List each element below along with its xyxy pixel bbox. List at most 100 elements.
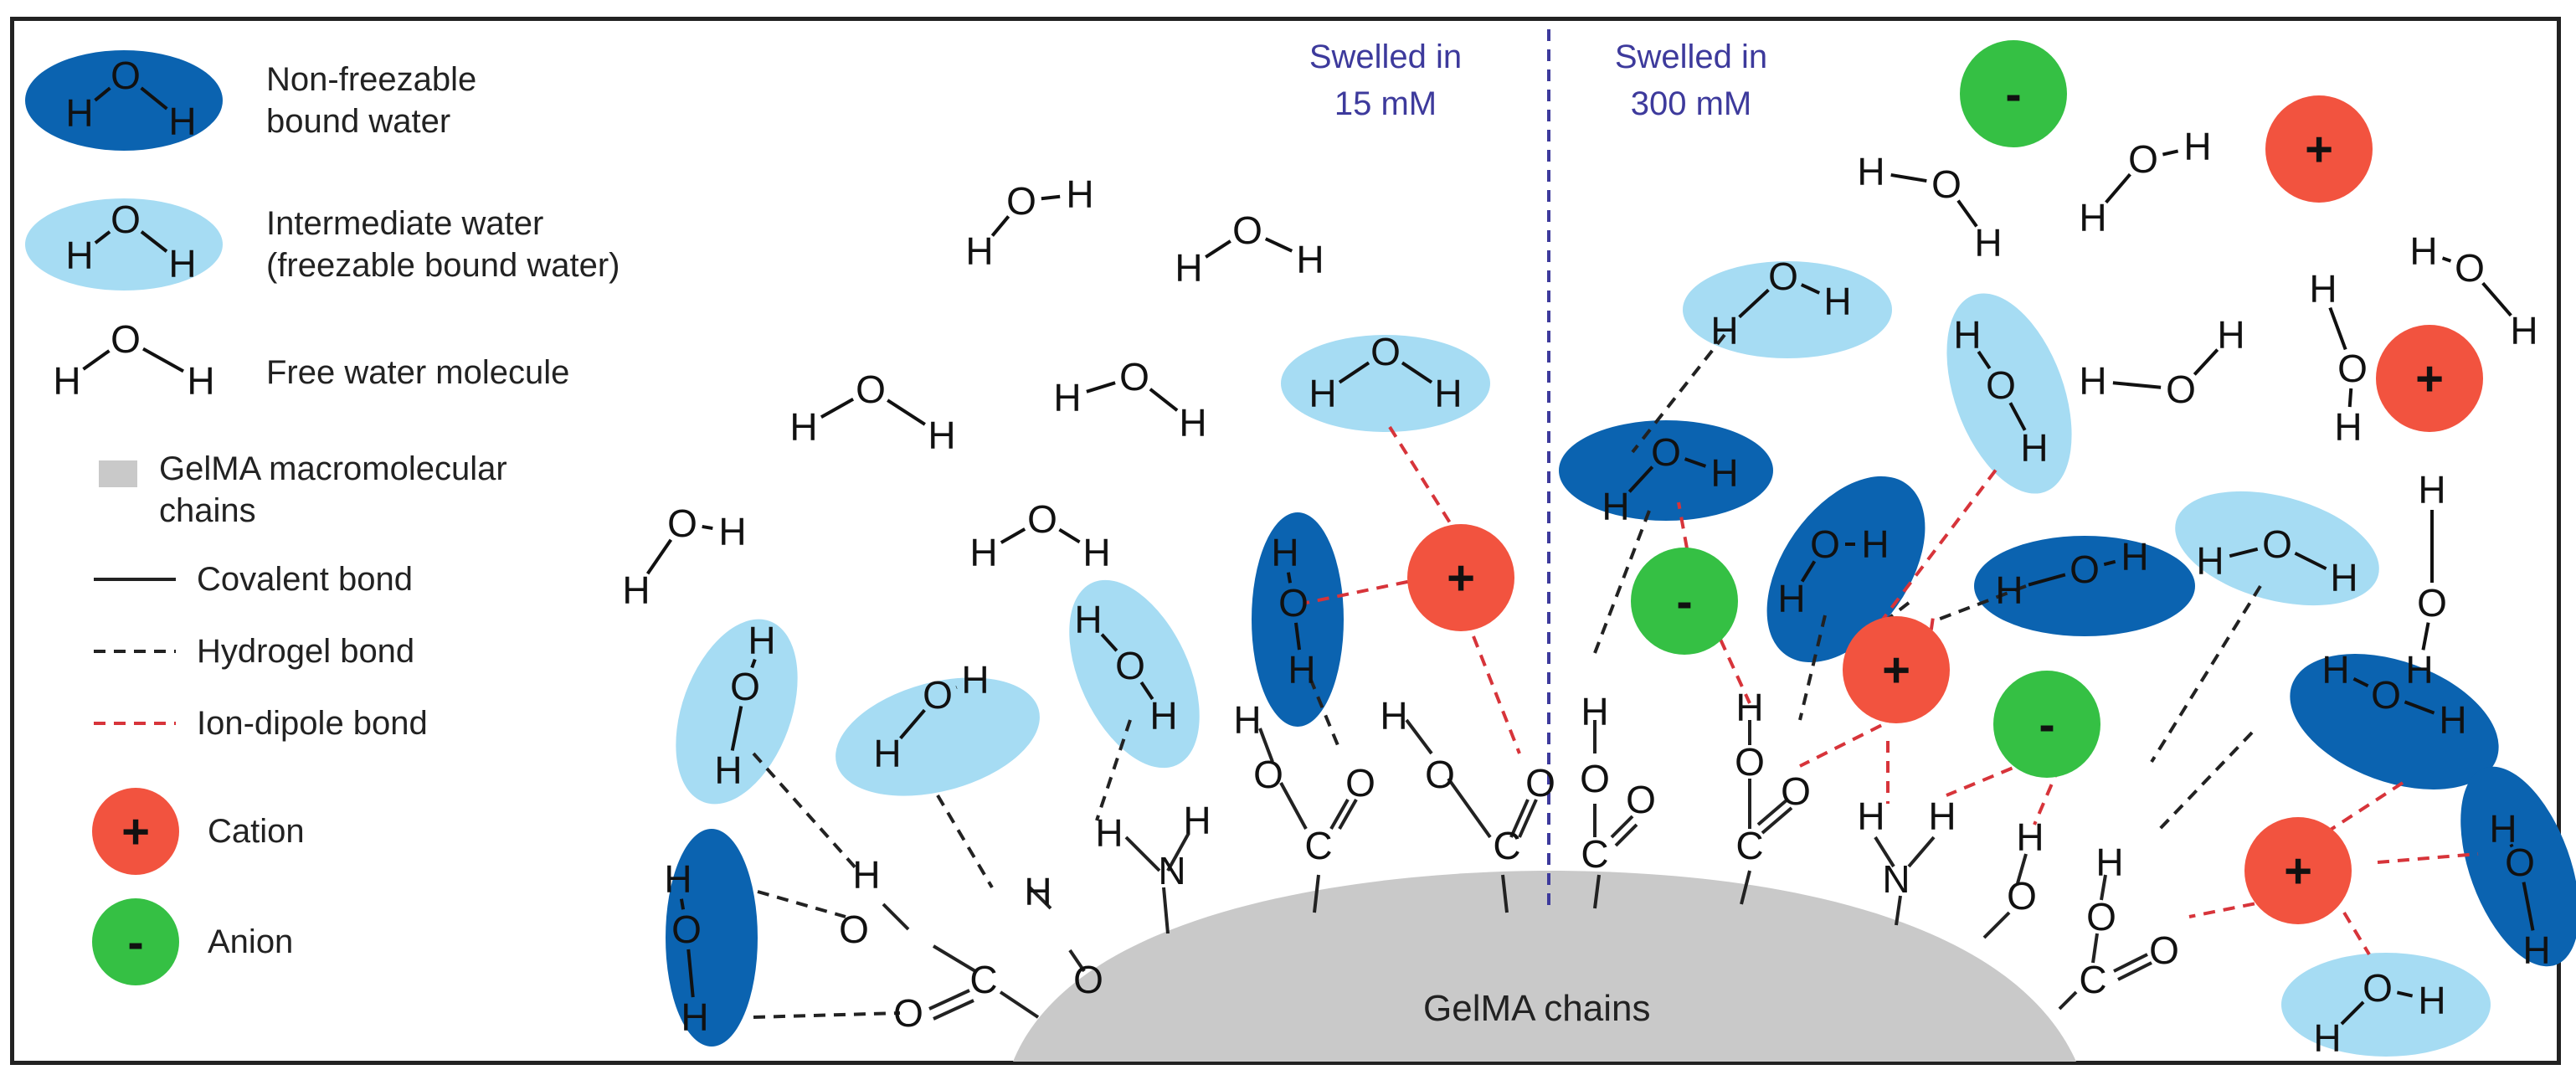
covalent-bonds — [882, 718, 2152, 1021]
oxygen-atom: O — [2128, 137, 2158, 181]
hydrogen-atom: H — [928, 414, 955, 457]
hydrogen-atom: H — [2121, 535, 2148, 579]
oxygen-atom: O — [1006, 179, 1036, 223]
o-h-bond — [140, 230, 168, 253]
o-h-bond — [1977, 350, 1992, 370]
oxygen-atom: O — [111, 198, 141, 241]
hydrogen-atom: H — [1434, 372, 1462, 415]
cation-sign: + — [1447, 551, 1475, 605]
o-h-bond — [2193, 348, 2219, 376]
hydrogen-atom: H — [2510, 309, 2537, 352]
legend-gelma-label: GelMA macromolecular chains — [159, 448, 507, 532]
oxygen-atom: O — [1119, 355, 1149, 399]
hydrogen-atom: H — [2334, 405, 2362, 449]
side-chain-atom: O — [1345, 761, 1375, 805]
legend-anion-sign: - — [127, 915, 143, 969]
legend-intermediate-label: Intermediate water (freezable bound wate… — [266, 203, 620, 286]
legend-non-freezable-line2: bound water — [266, 103, 451, 140]
o-h-bond — [1338, 361, 1370, 384]
legend-gelma-swatch — [99, 460, 137, 487]
hydrogen-atom: H — [961, 658, 989, 702]
bound-water-ellipse — [666, 829, 758, 1047]
hydrogen-atom: H — [2079, 359, 2106, 403]
hydrogen-atom: H — [965, 229, 993, 273]
hydrogen-atom: H — [873, 732, 901, 775]
o-h-bond — [1956, 199, 1978, 228]
hydrogen-atom: H — [1271, 531, 1298, 574]
o-h-bond — [2347, 388, 2353, 408]
header-15mM-line1: Swelled in — [1309, 39, 1463, 75]
oxygen-atom: O — [2505, 841, 2535, 884]
legend-hydrogel-label: Hydrogel bond — [197, 633, 415, 670]
bound-water-ellipse — [1252, 512, 1344, 727]
hydrogen-atom: H — [2405, 648, 2433, 692]
o-h-bond — [2162, 149, 2179, 157]
legend-non-freezable-line1: Non-freezable — [266, 61, 477, 98]
side-chain-atom: C — [1581, 832, 1608, 876]
oxygen-atom: O — [2166, 368, 2196, 411]
legend-intermediate-line2: (freezable bound water) — [266, 247, 620, 284]
intermediate-water-ellipse — [676, 619, 798, 805]
oxygen-atom: O — [2417, 581, 2447, 625]
hydrogen-atom: H — [1995, 568, 2023, 612]
bound-water-ellipse — [2460, 766, 2576, 967]
legend-ion-dipole-label: Ion-dipole bond — [197, 705, 428, 742]
o-h-bond — [2481, 281, 2512, 317]
hydrogen-atom: H — [2321, 648, 2349, 692]
o-h-bond — [1041, 194, 1061, 201]
hydrogen-atom: H — [748, 619, 775, 662]
side-chain-atom: H — [2095, 841, 2123, 884]
o-h-bond — [1800, 560, 1817, 583]
side-chain-atom: C — [1493, 824, 1520, 867]
o-h-bond — [2328, 306, 2347, 351]
anion-sign: - — [2039, 697, 2054, 752]
side-chain-atom: O — [1425, 753, 1455, 796]
ion-signs: + - + - + - - + + + — [121, 67, 2444, 969]
anion-circle — [1993, 671, 2100, 778]
o-h-bond — [2421, 622, 2430, 651]
o-h-bond — [820, 398, 855, 419]
o-h-bond — [2103, 559, 2116, 567]
bound-water-ellipse — [1974, 536, 2195, 636]
oxygen-atom: O — [111, 54, 141, 97]
side-chain-atom: H — [1183, 799, 1211, 842]
hydrogen-atom: H — [2330, 556, 2357, 599]
o-h-bond — [2229, 547, 2259, 558]
hydrogen-atom: H — [2418, 979, 2445, 1022]
o-h-bond — [1890, 172, 1927, 183]
o-h-bond — [94, 230, 111, 244]
oxygen-atom: O — [1651, 430, 1681, 474]
o-h-bond — [730, 706, 743, 751]
gelma-chains-shape — [1013, 871, 2076, 1062]
intermediate-water-ellipse — [1946, 293, 2072, 494]
o-h-bond — [1086, 381, 1116, 393]
hydrogen-atom: H — [2409, 229, 2437, 273]
oxygen-atom: O — [730, 665, 760, 708]
side-chain-atom: O — [1626, 778, 1656, 821]
cation-sign: + — [2415, 352, 2444, 406]
side-chain-atom: H — [2016, 815, 2044, 859]
o-h-bond — [1627, 465, 1654, 493]
hydrogen-atom: H — [1974, 221, 2002, 265]
o-h-bond — [2522, 882, 2535, 931]
side-chain-atom: O — [2007, 874, 2037, 918]
intermediate-water-ellipse — [2281, 953, 2491, 1057]
hydrogen-atom: H — [969, 531, 997, 574]
o-h-bond — [2112, 381, 2162, 389]
legend-cation-sign: + — [121, 805, 150, 859]
side-chain-atom: H — [1024, 870, 1051, 913]
o-h-bond — [2105, 172, 2131, 204]
hydrogen-atom: H — [2183, 125, 2211, 168]
o-h-bond — [686, 949, 695, 998]
o-h-bond — [1100, 633, 1118, 652]
hydrogen-atom: H — [1074, 598, 1102, 641]
side-chain-atom: O — [2149, 928, 2179, 972]
cation-circle — [1407, 524, 1514, 631]
cation-circle — [2265, 95, 2373, 203]
hydrogen-atom: H — [718, 510, 746, 553]
o-h-bond — [1293, 622, 1302, 651]
hydrogen-atom: H — [65, 91, 93, 135]
hydrogen-atom: H — [2522, 928, 2550, 972]
